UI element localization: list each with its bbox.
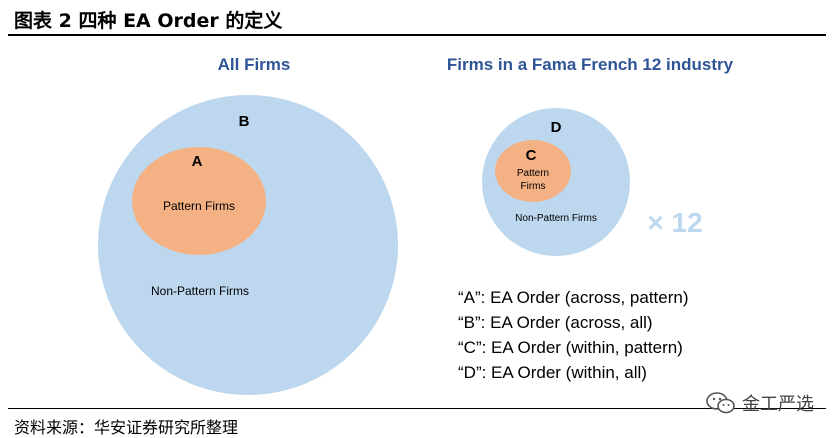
legend-item-b: “B”: EA Order (across, all): [458, 313, 653, 332]
watermark-text: 金工严选: [742, 394, 814, 415]
top-rule: [8, 34, 826, 36]
all-firms-circle: [98, 95, 398, 395]
industry-pattern-ellipse: [495, 140, 571, 202]
left-header: All Firms: [218, 55, 291, 74]
letter-c: C: [526, 147, 537, 164]
letter-b: B: [239, 113, 250, 130]
source-note: 资料来源：华安证券研究所整理: [14, 418, 239, 437]
letter-d: D: [551, 119, 562, 136]
industry-pattern-label-1: Pattern: [517, 168, 549, 179]
figure-title: 图表 2 四种 EA Order 的定义: [14, 10, 283, 32]
industry-non-pattern-label: Non-Pattern Firms: [515, 213, 597, 224]
pattern-firms-ellipse: [132, 147, 266, 255]
right-header: Firms in a Fama French 12 industry: [447, 55, 734, 74]
watermark: 金工严选: [706, 390, 814, 416]
legend-item-c: “C”: EA Order (within, pattern): [458, 338, 683, 357]
wechat-icon: [706, 392, 735, 414]
pattern-firms-label: Pattern Firms: [163, 199, 235, 213]
times-twelve-label: × 12: [647, 207, 702, 238]
legend-item-a: “A”: EA Order (across, pattern): [458, 288, 689, 307]
bottom-rule: [8, 408, 826, 409]
industry-pattern-label-2: Firms: [521, 181, 546, 192]
letter-a: A: [192, 153, 203, 170]
legend-item-d: “D”: EA Order (within, all): [458, 363, 647, 382]
non-pattern-firms-label: Non-Pattern Firms: [151, 284, 249, 298]
